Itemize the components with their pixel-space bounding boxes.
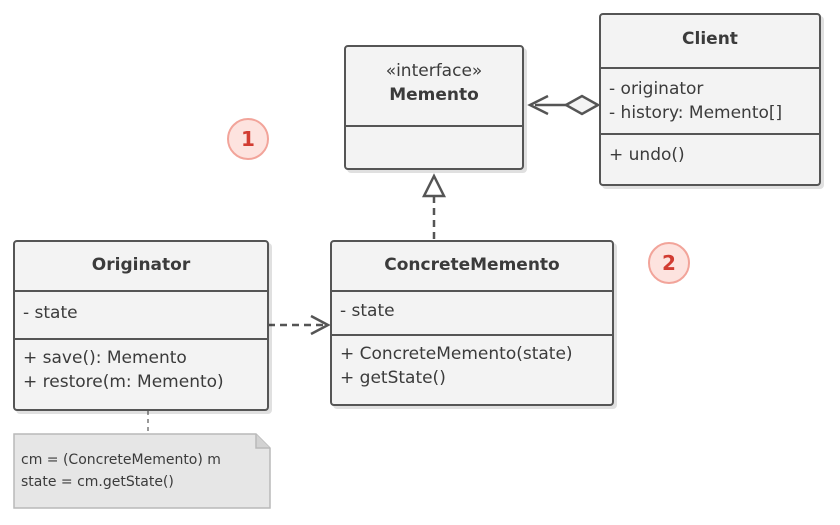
dependency-connector — [268, 314, 331, 336]
client-name: Client — [682, 29, 738, 49]
originator-name: Originator — [91, 255, 191, 275]
originator-fields: - state — [15, 290, 267, 338]
originator-methods: + save(): Memento + restore(m: Memento) — [15, 338, 267, 400]
concrete-memento-name: ConcreteMemento — [384, 255, 560, 275]
originator-header: Originator — [15, 242, 267, 290]
aggregation-connector — [527, 94, 601, 116]
concrete-memento-fields: - state — [332, 290, 612, 334]
note-line: cm = (ConcreteMemento) m — [21, 452, 221, 468]
originator-class-box: Originator - state + save(): Memento + r… — [13, 240, 269, 411]
client-fields: - originator - history: Memento[] — [601, 67, 819, 133]
concrete-memento-header: ConcreteMemento — [332, 242, 612, 290]
memento-name: Memento — [389, 85, 479, 105]
originator-method: + save(): Memento — [23, 348, 187, 368]
note-line: state = cm.getState() — [21, 474, 174, 490]
step-badge-1: 1 — [227, 118, 269, 160]
code-note: cm = (ConcreteMemento) m state = cm.getS… — [13, 433, 271, 509]
concrete-memento-method: + getState() — [340, 368, 446, 388]
note-shape — [13, 433, 271, 509]
concrete-memento-method: + ConcreteMemento(state) — [340, 344, 573, 364]
client-field: - history: Memento[] — [609, 103, 783, 123]
client-class-box: Client - originator - history: Memento[]… — [599, 13, 821, 186]
client-method: + undo() — [609, 145, 685, 165]
concrete-memento-class-box: ConcreteMemento - state + ConcreteMement… — [330, 240, 614, 406]
memento-interface-box: «interface» Memento — [344, 45, 524, 170]
step-badge-2: 2 — [648, 242, 690, 284]
client-methods: + undo() — [601, 133, 819, 173]
memento-stereotype: «interface» — [385, 61, 483, 81]
memento-body — [346, 125, 522, 167]
originator-field: - state — [23, 303, 78, 323]
memento-header: «interface» Memento — [346, 47, 522, 125]
client-field: - originator — [609, 79, 704, 99]
originator-method: + restore(m: Memento) — [23, 372, 224, 392]
client-header: Client — [601, 15, 819, 67]
realization-connector — [421, 173, 447, 240]
concrete-memento-methods: + ConcreteMemento(state) + getState() — [332, 334, 612, 396]
concrete-memento-field: - state — [340, 301, 395, 321]
